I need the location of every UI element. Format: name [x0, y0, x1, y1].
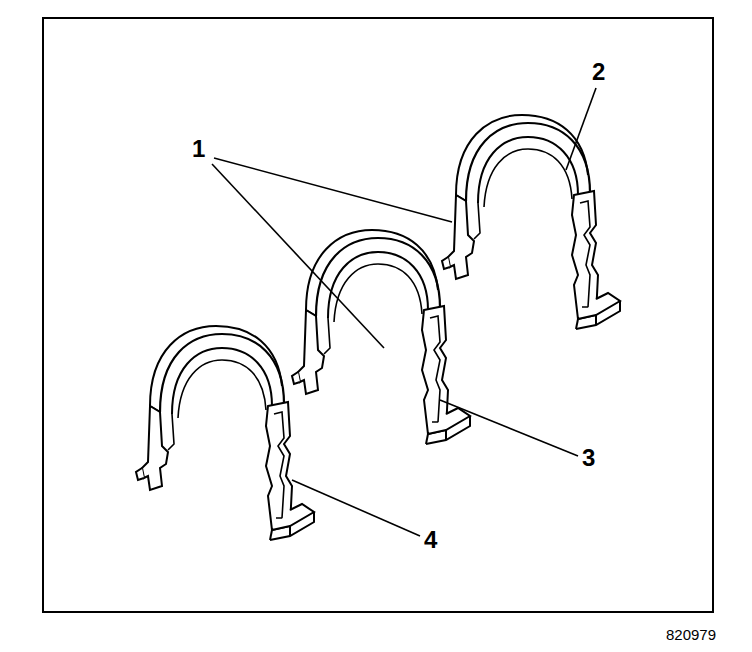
callout-number: 3	[582, 444, 595, 471]
label-holder: 820979	[666, 626, 716, 644]
callout-number: 4	[424, 526, 437, 553]
label-holder: 4	[424, 526, 437, 554]
retainer-clip	[442, 115, 620, 329]
callout-number: 1	[192, 135, 205, 162]
callout-number: 2	[592, 58, 605, 85]
figure-frame	[43, 18, 713, 612]
figure-number: 820979	[666, 626, 716, 643]
label-holder: 2	[592, 58, 605, 86]
leader-lines	[212, 88, 596, 536]
label-holder: 3	[582, 444, 595, 472]
retainer-clip	[292, 230, 470, 444]
label-holder: 1	[192, 135, 205, 163]
retainer-clip	[136, 326, 314, 540]
